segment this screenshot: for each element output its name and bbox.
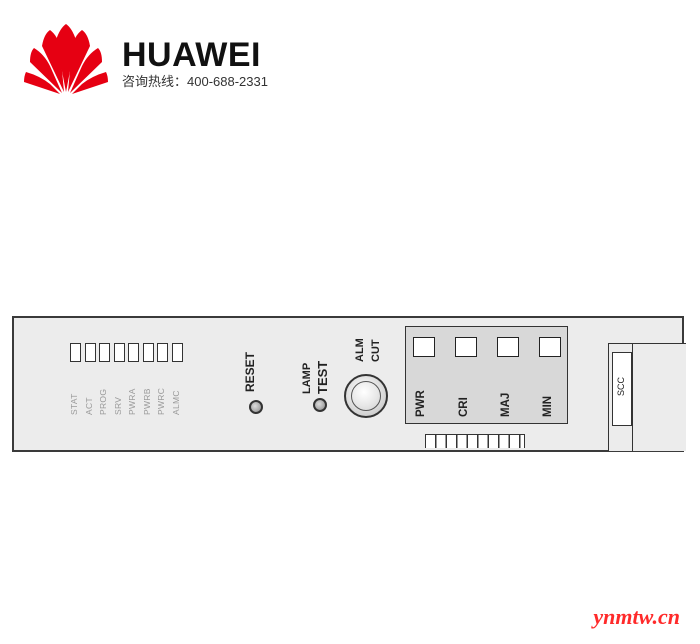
led-label: PWRB — [141, 388, 152, 415]
led-label: PWRC — [156, 387, 166, 415]
hotline-text: 咨询热线：400-688-2331 — [122, 74, 268, 89]
connector-strip — [425, 434, 525, 448]
led-act — [84, 343, 96, 362]
ejector-housing — [632, 343, 686, 451]
huawei-logo-icon — [24, 24, 108, 94]
led-pwra — [128, 343, 139, 362]
alarm-led-min — [539, 337, 561, 357]
alarm-cut-button-ring — [351, 381, 381, 411]
led-prog — [99, 343, 110, 362]
alarm-label: PWR — [415, 390, 427, 417]
cut-label: CUT — [370, 339, 382, 362]
alarm-label: CRI — [458, 397, 470, 417]
led-srv — [113, 343, 125, 362]
ejector-label: SCC — [616, 376, 626, 396]
led-label: SRV — [112, 396, 123, 415]
lamp-test-button[interactable] — [313, 398, 327, 412]
alarm-label: MIN — [542, 395, 554, 417]
led-stat — [70, 343, 81, 362]
alarm-led-pwr — [413, 337, 435, 357]
reset-button[interactable] — [249, 400, 263, 414]
ejector-handle[interactable] — [612, 352, 632, 426]
led-label: STAT — [69, 393, 79, 415]
alarm-led-maj — [497, 337, 519, 357]
test-label: TEST — [315, 360, 330, 394]
led-label: ALMC — [170, 390, 181, 415]
alm-label: ALM — [354, 338, 366, 362]
alarm-cut-button[interactable] — [344, 374, 388, 418]
lamp-label: LAMP — [301, 362, 313, 394]
led-pwrb — [142, 343, 154, 362]
reset-label: RESET — [243, 351, 257, 392]
led-label: PROG — [98, 388, 108, 415]
led-pwrc — [157, 343, 168, 362]
alarm-label: MAJ — [500, 392, 512, 417]
watermark: ynmtw.cn — [593, 604, 680, 629]
alarm-led-cri — [455, 337, 477, 357]
led-almc — [171, 343, 183, 362]
led-label: ACT — [83, 397, 94, 415]
led-label: PWRA — [127, 388, 137, 415]
brand-name: HUAWEI — [122, 36, 261, 74]
